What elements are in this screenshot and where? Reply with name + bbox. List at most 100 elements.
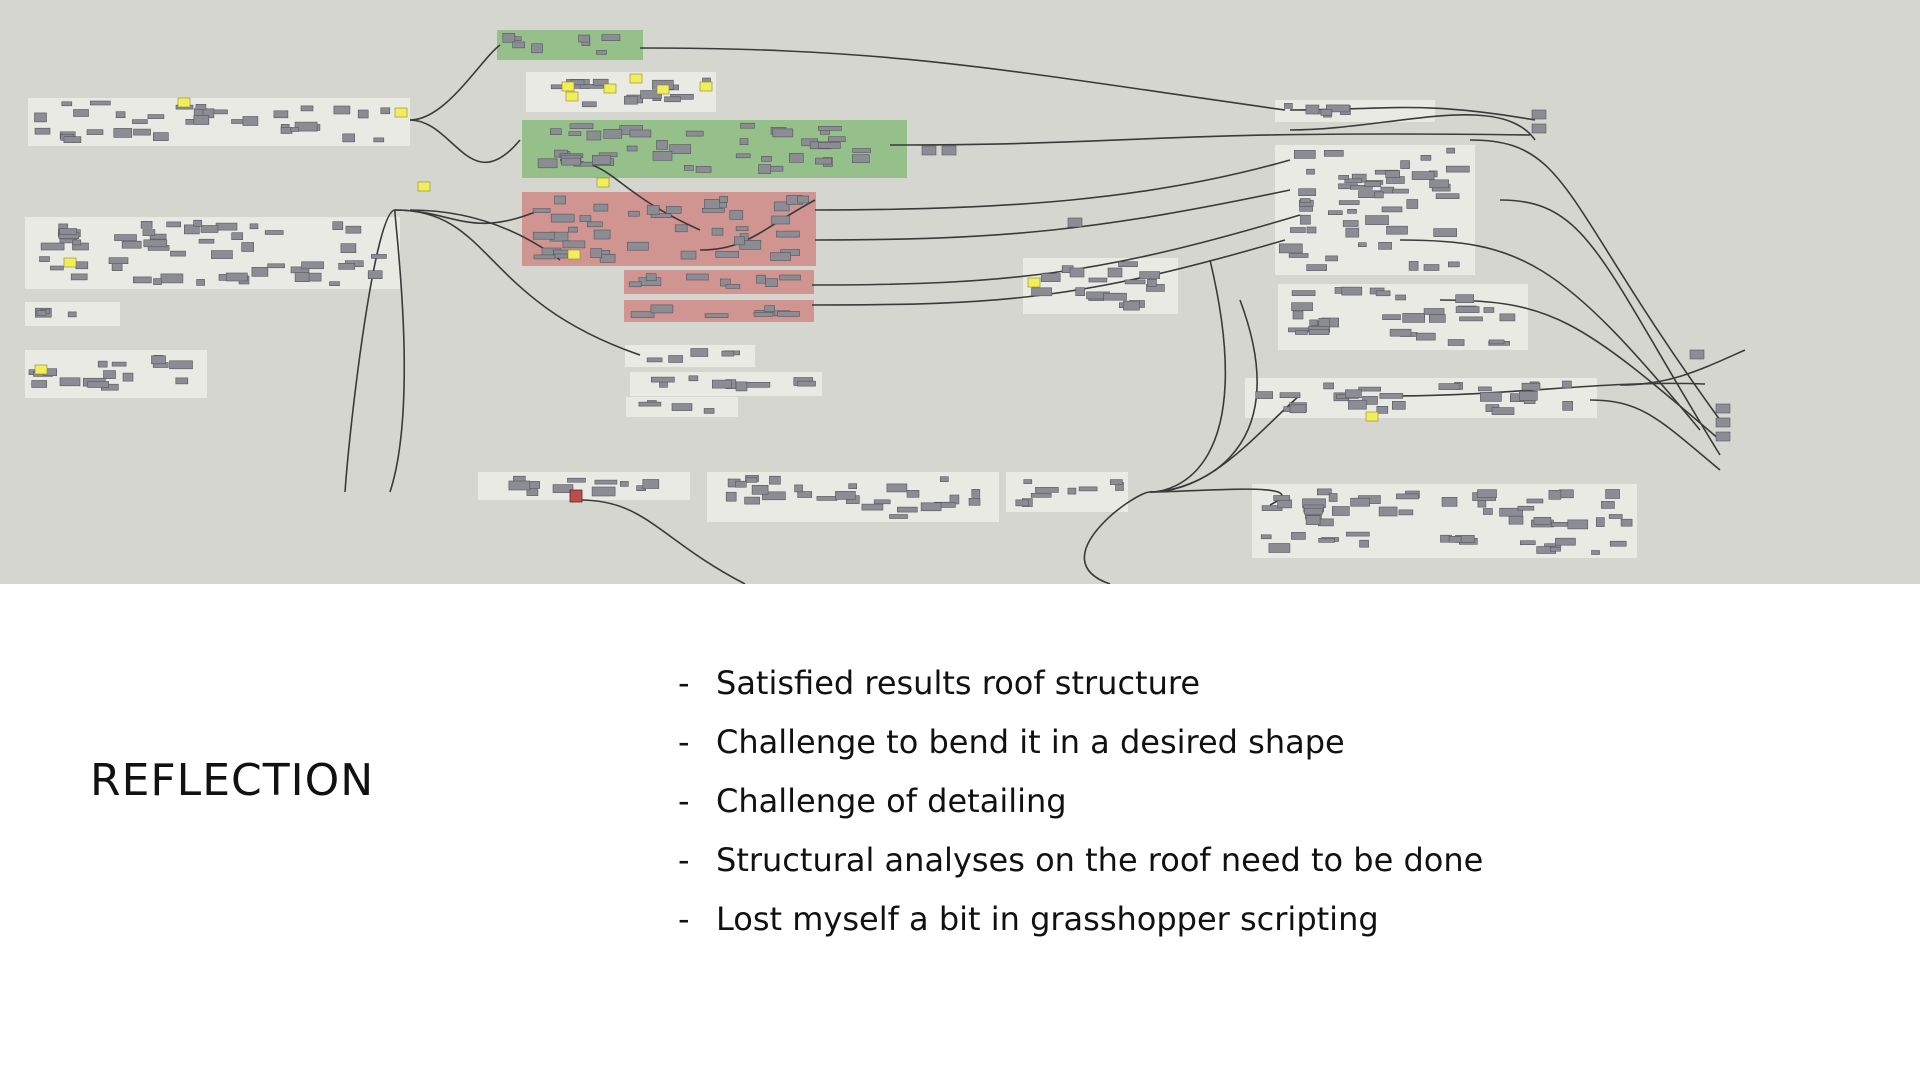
grasshopper-component — [645, 273, 657, 282]
grasshopper-component — [153, 278, 162, 285]
grasshopper-component — [1255, 391, 1273, 399]
grasshopper-component — [579, 84, 604, 89]
grasshopper-component — [626, 145, 638, 152]
connector-wire — [1289, 114, 1536, 141]
grasshopper-component — [562, 240, 586, 249]
grasshopper-component — [630, 311, 655, 318]
grasshopper-component — [294, 121, 318, 132]
grasshopper-component — [703, 408, 715, 414]
grasshopper-component — [114, 234, 137, 241]
grasshopper-component — [594, 479, 618, 485]
grasshopper-component — [267, 263, 285, 269]
grasshopper-component — [1300, 214, 1311, 225]
grasshopper-component — [1318, 318, 1331, 327]
bullet-item: -Challenge of detailing — [678, 776, 1483, 835]
grasshopper-component — [554, 195, 567, 205]
grasshopper-component — [1023, 479, 1033, 484]
grasshopper-component — [1531, 109, 1547, 120]
grasshopper-component — [1379, 393, 1404, 399]
grasshopper-component — [1447, 339, 1465, 346]
grasshopper-component — [1392, 400, 1406, 410]
grasshopper-component — [103, 370, 116, 379]
grasshopper-component — [711, 227, 724, 236]
grasshopper-component — [1279, 243, 1303, 254]
grasshopper-component — [1446, 165, 1470, 173]
grasshopper-component — [1402, 313, 1425, 323]
grasshopper-component — [273, 110, 289, 119]
grasshopper-component — [1508, 515, 1524, 525]
grasshopper-component — [627, 210, 640, 217]
grasshopper-component — [34, 112, 47, 123]
grasshopper-component — [160, 273, 184, 284]
grasshopper-component — [569, 123, 594, 129]
grasshopper-component — [367, 270, 383, 280]
grasshopper-component — [1441, 496, 1458, 507]
grasshopper-component — [1067, 217, 1083, 228]
grasshopper-component — [531, 43, 543, 54]
grasshopper-component — [1359, 539, 1369, 548]
connector-wire — [1619, 349, 1746, 386]
grasshopper-component — [1398, 509, 1414, 516]
grasshopper-component — [345, 225, 362, 234]
grasshopper-component — [1562, 400, 1573, 411]
grasshopper-component — [777, 311, 800, 317]
grasshopper-component — [592, 78, 609, 86]
grasshopper-component — [848, 483, 858, 490]
grasshopper-component — [1591, 550, 1600, 555]
connector-wire — [1439, 299, 1721, 441]
grasshopper-component — [797, 195, 810, 204]
grasshopper-component — [758, 164, 771, 174]
grasshopper-component — [111, 361, 127, 367]
grasshopper-component — [720, 278, 731, 287]
grasshopper-component — [1342, 220, 1359, 227]
grasshopper-component — [770, 252, 791, 261]
grasshopper-component — [816, 496, 838, 501]
grasshopper-component — [1320, 109, 1333, 116]
component-group — [625, 345, 755, 367]
grasshopper-component — [1411, 171, 1435, 180]
grasshopper-component — [664, 96, 681, 103]
panel-component — [394, 107, 408, 118]
grasshopper-component — [1015, 499, 1030, 507]
grasshopper-component — [629, 129, 652, 138]
grasshopper-component — [1562, 380, 1572, 389]
grasshopper-component — [249, 223, 259, 230]
grasshopper-component — [1567, 519, 1589, 530]
grasshopper-component — [1429, 314, 1446, 323]
grasshopper-component — [1517, 505, 1535, 511]
grasshopper-component — [1291, 290, 1316, 296]
grasshopper-component — [1477, 489, 1497, 499]
bullet-text: Lost myself a bit in grasshopper scripti… — [716, 900, 1379, 938]
grasshopper-component — [108, 257, 129, 265]
grasshopper-component — [1107, 267, 1123, 278]
grasshopper-component — [200, 225, 219, 233]
grasshopper-component — [1392, 188, 1409, 194]
connector-wire — [344, 209, 396, 493]
grasshopper-component — [1030, 492, 1052, 498]
grasshopper-component — [690, 348, 709, 357]
grasshopper-component — [195, 104, 207, 110]
grasshopper-component — [1040, 273, 1061, 282]
grasshopper-component — [1499, 313, 1516, 322]
grasshopper-component — [1273, 495, 1290, 501]
grasshopper-component — [1689, 349, 1705, 360]
grasshopper-component — [508, 480, 531, 491]
grasshopper-component — [550, 213, 575, 223]
grasshopper-component — [886, 483, 908, 493]
grasshopper-component — [788, 153, 804, 163]
grasshopper-component — [87, 381, 109, 388]
grasshopper-component — [1304, 507, 1323, 515]
grasshopper-component — [1299, 206, 1313, 212]
bullet-marker: - — [678, 782, 690, 820]
grasshopper-component — [1294, 150, 1316, 159]
grasshopper-component — [665, 206, 682, 214]
grasshopper-component — [669, 144, 692, 154]
grasshopper-component — [1110, 479, 1123, 485]
grasshopper-component — [685, 273, 709, 281]
grasshopper-component — [1305, 515, 1321, 525]
grasshopper-component — [1420, 155, 1432, 161]
bullet-text: Challenge of detailing — [716, 782, 1067, 820]
grasshopper-component — [1350, 185, 1373, 190]
grasshopper-component — [906, 489, 920, 498]
grasshopper-component — [198, 238, 215, 244]
